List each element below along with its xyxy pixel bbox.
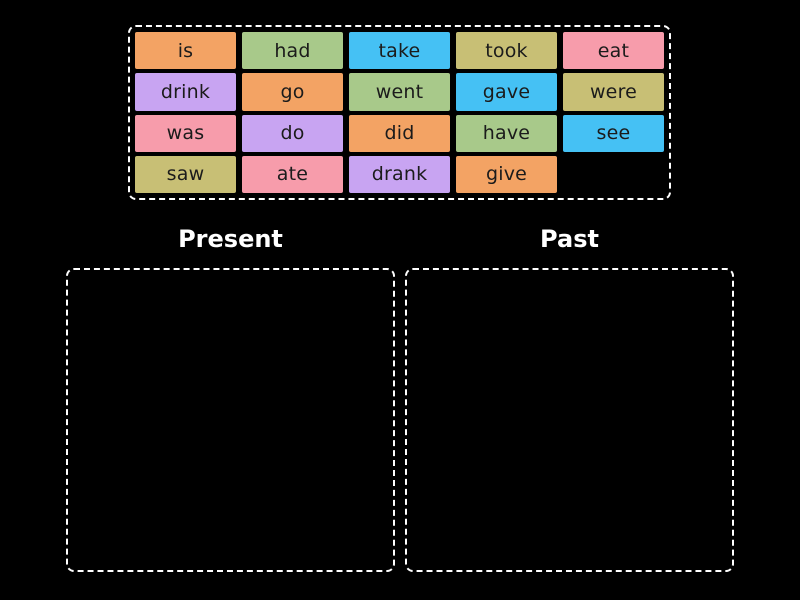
word-tile[interactable]: drank: [349, 155, 450, 193]
word-tile[interactable]: do: [242, 114, 343, 152]
word-tile[interactable]: ate: [242, 155, 343, 193]
word-tile[interactable]: go: [242, 73, 343, 111]
word-tile[interactable]: saw: [135, 155, 236, 193]
word-tile[interactable]: gave: [456, 73, 557, 111]
word-tile[interactable]: took: [456, 32, 557, 70]
word-tile[interactable]: drink: [135, 73, 236, 111]
word-tile[interactable]: give: [456, 155, 557, 193]
word-tile[interactable]: were: [563, 73, 664, 111]
word-tile[interactable]: see: [563, 114, 664, 152]
word-tile[interactable]: was: [135, 114, 236, 152]
word-tile[interactable]: is: [135, 32, 236, 70]
drop-zone-past[interactable]: [405, 268, 734, 572]
word-tile[interactable]: have: [456, 114, 557, 152]
word-bank: is had take took eat drink go went gave …: [128, 25, 671, 200]
category-label-past: Past: [540, 225, 599, 253]
category-label-present: Present: [178, 225, 283, 253]
word-tile[interactable]: had: [242, 32, 343, 70]
word-tile[interactable]: did: [349, 114, 450, 152]
word-tile[interactable]: went: [349, 73, 450, 111]
word-tile[interactable]: take: [349, 32, 450, 70]
drop-zone-present[interactable]: [66, 268, 395, 572]
word-tile[interactable]: eat: [563, 32, 664, 70]
